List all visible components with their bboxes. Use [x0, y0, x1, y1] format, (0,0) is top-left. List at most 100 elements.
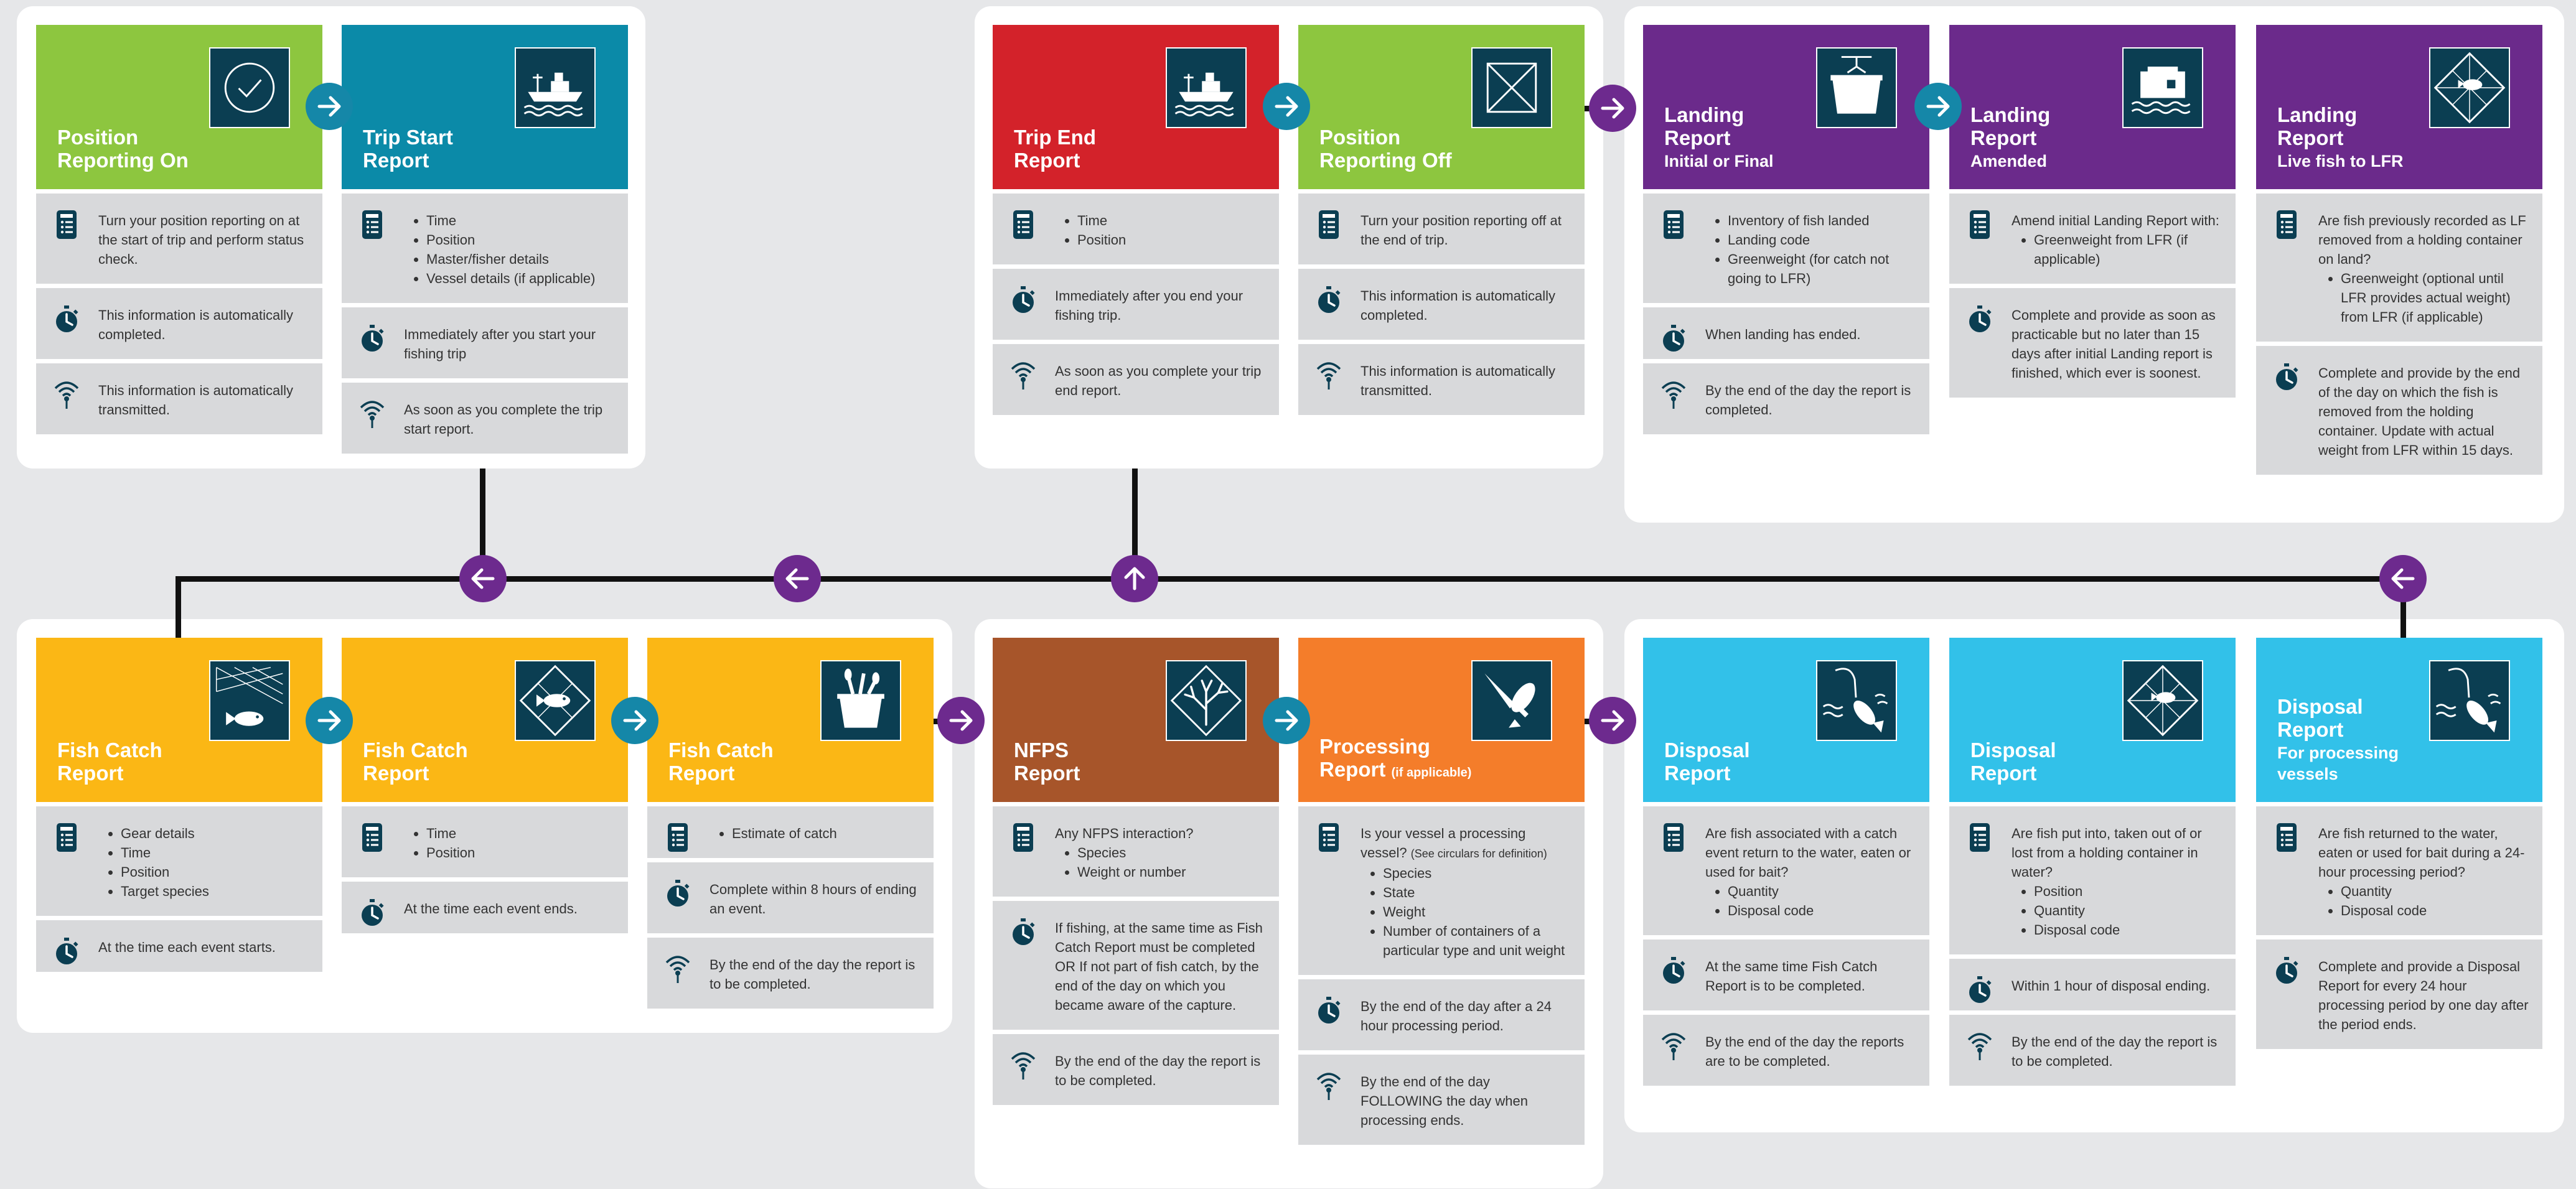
row-list-item: Species — [1077, 843, 1268, 862]
card-title-line: Disposal — [1664, 739, 1750, 762]
antenna-icon — [54, 380, 80, 409]
card-title-line: Disposal — [1970, 739, 2056, 762]
device-icon — [54, 210, 80, 240]
card-title-line: Fish Catch — [57, 739, 162, 762]
device-icon — [1010, 823, 1036, 852]
connector-line — [2400, 576, 2406, 645]
card-row: By the end of the day the report is to b… — [1949, 1015, 2236, 1086]
row-list: TimePosition — [404, 824, 617, 862]
row-text-main: By the end of the day after a 24 hour pr… — [1361, 999, 1552, 1033]
row-text: By the end of the day FOLLOWING the day … — [1361, 1072, 1573, 1130]
device-icon — [665, 823, 691, 852]
card-title-line: Report — [1014, 149, 1080, 172]
arrow-nfps-to-processing — [1263, 697, 1310, 744]
row-text-main: Are fish previously recorded as LF remov… — [2318, 213, 2526, 267]
boat-icon — [1166, 47, 1247, 128]
row-text: Complete and provide by the end of the d… — [2318, 363, 2531, 460]
device-icon — [1967, 210, 1993, 240]
arrow-off-to-landing — [1589, 85, 1636, 132]
row-text: Any NFPS interaction? — [1055, 824, 1268, 843]
stopwatch-icon — [665, 879, 691, 908]
device-icon — [2274, 210, 2300, 240]
card-title-line: Reporting On — [57, 149, 189, 172]
row-text-main: By the end of the day the reports are to… — [1705, 1034, 1904, 1069]
boat-icon — [515, 47, 596, 128]
row-list: PositionQuantityDisposal code — [2012, 882, 2224, 940]
hook-fish-icon — [2429, 660, 2510, 741]
row-text-main: Complete and provide by the end of the d… — [2318, 365, 2521, 458]
hook-fish-icon — [1816, 660, 1897, 741]
antenna-icon — [1010, 360, 1036, 390]
row-text-main: If fishing, at the same time as Fish Cat… — [1055, 920, 1263, 1013]
row-list-item: Inventory of fish landed — [1728, 211, 1918, 230]
arrow-landing-to-amended — [1914, 83, 1962, 130]
row-list-item: Greenweight (for catch not going to LFR) — [1728, 249, 1918, 288]
row-text-main: This information is automatically transm… — [1361, 363, 1556, 398]
row-text: Are fish put into, taken out of or lost … — [2012, 824, 2224, 882]
card-row: By the end of the day the report is comp… — [1643, 363, 1929, 434]
row-text-main: This information is automatically comple… — [98, 307, 294, 342]
card-title-line: Report — [1319, 758, 1386, 781]
antenna-icon — [1316, 1071, 1342, 1101]
stopwatch-icon — [1967, 304, 1993, 334]
antenna-icon — [1010, 1050, 1036, 1080]
floating-house-icon — [2122, 47, 2203, 128]
stopwatch-icon — [1010, 285, 1036, 315]
connector-line — [1132, 469, 1138, 581]
device-icon — [359, 823, 385, 852]
card-row: By the end of the day the reports are to… — [1643, 1015, 1929, 1086]
device-icon — [1316, 210, 1342, 240]
card-title-line: Report — [2277, 718, 2344, 741]
arrow-processing-to-disposal — [1589, 697, 1636, 744]
card-title-line: Report — [1664, 762, 1731, 785]
row-list-item: Quantity — [1728, 882, 1918, 901]
antenna-icon — [1660, 1031, 1687, 1061]
card-row: TimePosition — [993, 194, 1279, 264]
card-title-line: Fish Catch — [363, 739, 468, 762]
row-text-main: Amend initial Landing Report with: — [2012, 213, 2219, 228]
device-icon — [2274, 823, 2300, 852]
connector-line — [480, 469, 485, 581]
row-text-main: Complete and provide as soon as practica… — [2012, 307, 2216, 381]
row-list: Inventory of fish landedLanding codeGree… — [1705, 211, 1918, 288]
row-list: QuantityDisposal code — [2318, 882, 2531, 920]
device-icon — [359, 210, 385, 240]
row-text-main: Any NFPS interaction? — [1055, 826, 1194, 841]
device-icon — [1967, 823, 1993, 852]
card-fish-catch-report-3: Fish CatchReportEstimate of catchComplet… — [647, 638, 934, 1009]
row-text-note: (See circulars for definition) — [1410, 847, 1547, 860]
row-text: Immediately after you start your fishing… — [404, 325, 617, 363]
card-title-line: Report — [1970, 126, 2037, 149]
card-row: By the end of the day the report is to b… — [647, 938, 934, 1009]
card-row: By the end of the day after a 24 hour pr… — [1298, 979, 1585, 1050]
device-icon — [1316, 823, 1342, 852]
row-text: Turn your position reporting on at the s… — [98, 211, 311, 269]
stopwatch-icon — [1660, 324, 1687, 353]
row-list-item: Weight — [1383, 902, 1573, 921]
net-pot-icon — [2122, 660, 2203, 741]
row-list-item: Time — [121, 843, 311, 862]
row-list-item: Position — [426, 230, 617, 249]
row-text-main: At the time each event starts. — [98, 940, 276, 955]
row-list-item: Time — [426, 824, 617, 843]
